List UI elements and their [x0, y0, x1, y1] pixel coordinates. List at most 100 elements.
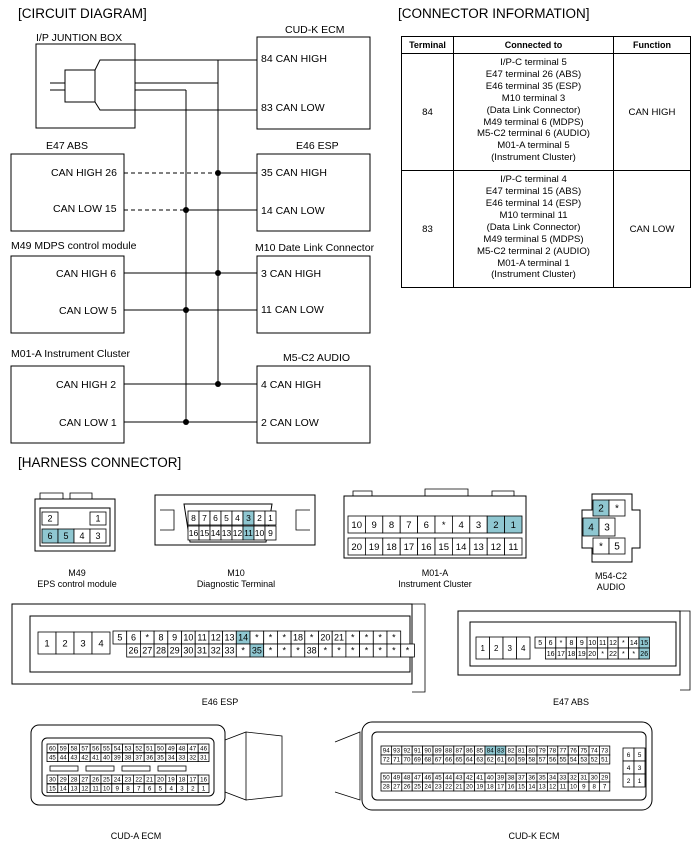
terminal-number: 40 — [103, 755, 110, 762]
terminal-pin — [633, 773, 646, 788]
terminal-pin — [91, 631, 111, 655]
terminal-number: * — [269, 646, 273, 656]
m54c2-name: M54-C2 — [595, 571, 627, 581]
terminal-number: 19 — [369, 542, 380, 553]
terminal-number: 18 — [386, 542, 397, 553]
terminal-number: 11 — [599, 640, 606, 647]
harness-connector-heading: [HARNESS CONNECTOR] — [18, 455, 181, 470]
ip-junction-box-label: I/P JUNTION BOX — [36, 32, 122, 44]
terminal-number: * — [378, 633, 382, 643]
terminal-number: 29 — [601, 775, 608, 782]
terminal-number: 29 — [170, 646, 180, 656]
terminal-number: * — [337, 646, 341, 656]
terminal-number: 15 — [49, 786, 56, 793]
terminal-pin — [89, 528, 107, 544]
header-connected-to: Connected to — [453, 36, 614, 54]
terminal-number: 8 — [191, 513, 196, 523]
terminal-number: 11 — [197, 633, 206, 643]
terminal-number: 4 — [98, 638, 103, 649]
terminal-number: 44 — [60, 755, 67, 762]
connected-line: E47 terminal 26 (ABS) — [485, 68, 582, 80]
terminal-number: 42 — [81, 755, 88, 762]
terminal-number: * — [632, 651, 635, 658]
terminal-number: 20 — [588, 651, 596, 658]
m49-latches — [39, 492, 93, 500]
can-bus-wiring — [108, 59, 257, 425]
terminal-number: 62 — [487, 757, 494, 764]
m10-dlc-title: M10 Date Link Connector — [255, 242, 375, 254]
m10-screw-tabs — [160, 509, 310, 531]
terminal-pin — [264, 510, 277, 526]
terminal-number: 5 — [538, 640, 542, 647]
terminal-number: 28 — [156, 646, 166, 656]
terminal-number: 33 — [224, 646, 234, 656]
splice-dots — [183, 170, 221, 425]
terminal-number: 79 — [539, 748, 546, 755]
terminal-number: 14 — [630, 640, 638, 647]
terminal-number: 36 — [146, 755, 153, 762]
terminal-number: * — [351, 633, 355, 643]
terminal-number: 40 — [487, 775, 494, 782]
terminal-number: 8 — [389, 520, 394, 531]
terminal-number: 78 — [549, 748, 556, 755]
terminal-number: 3 — [95, 531, 100, 541]
terminal-number: 56 — [92, 746, 99, 753]
connected-line: M10 terminal 3 — [501, 92, 566, 104]
terminal-number: 10 — [351, 520, 362, 531]
connected-to-cell: I/P-C terminal 5 E47 terminal 26 (ABS) E… — [453, 52, 614, 172]
connected-line: M01-A terminal 5 — [497, 140, 570, 152]
terminal-number: 66 — [445, 757, 452, 764]
m01a-description: Instrument Cluster — [398, 579, 472, 589]
terminal-number: 75 — [580, 748, 587, 755]
keying-slot — [85, 765, 115, 772]
terminal-number: 2 — [598, 504, 604, 515]
terminal-number: 6 — [148, 786, 152, 793]
terminal-number: 25 — [103, 777, 110, 784]
cuda-name: CUD-A ECM — [111, 831, 162, 841]
terminal-number: * — [241, 646, 245, 656]
terminal-number: * — [324, 646, 328, 656]
terminal-number: 25 — [414, 784, 421, 791]
terminal-number: 36 — [528, 775, 535, 782]
terminal-number: 4 — [521, 644, 526, 653]
terminal-number: 17 — [404, 542, 415, 553]
terminal-number: 49 — [168, 746, 175, 753]
terminal-number: 60 — [49, 746, 56, 753]
m01a-cluster-title: M01-A Instrument Cluster — [11, 348, 131, 360]
terminal-number: 29 — [60, 777, 67, 784]
terminal-number: 39 — [114, 755, 121, 762]
terminal-pin — [197, 743, 210, 754]
m5c2-audio-box — [256, 365, 371, 444]
terminal-number: * — [269, 633, 273, 643]
terminal-number: 1 — [481, 644, 486, 653]
terminal-number: * — [392, 646, 396, 656]
terminal-number: 30 — [591, 775, 598, 782]
terminal-number: 6 — [549, 640, 553, 647]
cudk-wire-cover — [334, 731, 361, 801]
terminal-number: 33 — [560, 775, 567, 782]
terminal-number: 87 — [456, 748, 463, 755]
terminal-number: * — [442, 520, 446, 531]
terminal-number: 17 — [497, 784, 504, 791]
terminal-number: 49 — [393, 775, 400, 782]
terminal-number: 5 — [614, 542, 620, 553]
e46-esp-box — [256, 153, 371, 232]
terminal-number: * — [310, 633, 314, 643]
terminal-number: * — [351, 646, 355, 656]
terminal-number: 2 — [493, 520, 498, 531]
terminal-number: 31 — [200, 755, 207, 762]
table-row: 84 I/P-C terminal 5 E47 terminal 26 (ABS… — [401, 52, 691, 172]
terminal-number: 16 — [508, 784, 515, 791]
cudk-ecm-box — [256, 36, 371, 130]
terminal-number: 3 — [476, 520, 481, 531]
terminal-number: 26 — [404, 784, 411, 791]
terminal-number: * — [296, 646, 300, 656]
m10-can-low-label: 11 CAN LOW — [261, 304, 324, 316]
terminal-number: 48 — [404, 775, 411, 782]
terminal-cell: 83 — [401, 170, 454, 289]
